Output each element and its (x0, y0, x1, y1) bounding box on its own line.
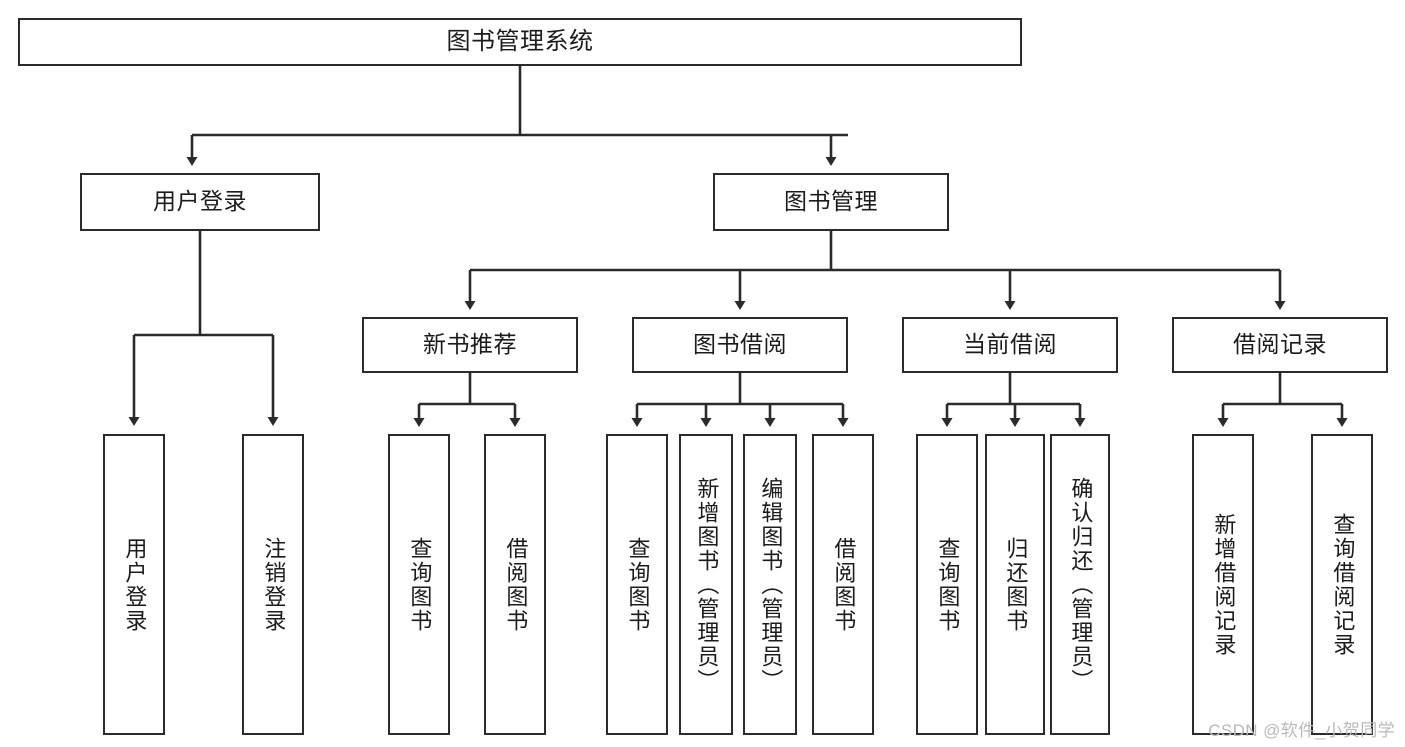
node-root[interactable]: 图书管理系统 (18, 18, 1022, 66)
node-user-login-label: 用户登录 (153, 188, 247, 215)
node-leaf-edit-book[interactable]: 编辑图书（管理员） (743, 434, 797, 735)
node-leaf-borrow-book-1-label: 借阅图书 (503, 536, 529, 633)
node-leaf-query-record[interactable]: 查询借阅记录 (1311, 434, 1373, 735)
node-new-book-recommend[interactable]: 新书推荐 (362, 317, 578, 373)
node-book-borrow[interactable]: 图书借阅 (632, 317, 848, 373)
node-leaf-add-record-label: 新增借阅记录 (1211, 512, 1237, 657)
node-current-borrow[interactable]: 当前借阅 (902, 317, 1118, 373)
node-leaf-return-book[interactable]: 归还图书 (985, 434, 1045, 735)
node-leaf-query-record-label: 查询借阅记录 (1330, 512, 1356, 657)
node-leaf-add-record[interactable]: 新增借阅记录 (1192, 434, 1254, 735)
node-user-login[interactable]: 用户登录 (80, 173, 320, 231)
node-leaf-borrow-book-2-label: 借阅图书 (831, 536, 857, 633)
node-leaf-query-book-3-label: 查询图书 (935, 536, 961, 633)
node-leaf-add-book-label: 新增图书（管理员） (694, 476, 720, 693)
node-leaf-query-book-1-label: 查询图书 (407, 536, 433, 633)
node-leaf-confirm-return-label: 确认归还（管理员） (1068, 476, 1094, 693)
node-leaf-borrow-book-2[interactable]: 借阅图书 (812, 434, 874, 735)
node-book-borrow-label: 图书借阅 (693, 331, 787, 358)
node-borrow-record[interactable]: 借阅记录 (1172, 317, 1388, 373)
node-book-manage[interactable]: 图书管理 (713, 173, 949, 231)
node-leaf-borrow-book-1[interactable]: 借阅图书 (484, 434, 546, 735)
node-leaf-confirm-return[interactable]: 确认归还（管理员） (1050, 434, 1110, 735)
node-leaf-query-book-2-label: 查询图书 (625, 536, 651, 633)
node-leaf-user-login[interactable]: 用户登录 (103, 434, 165, 735)
node-leaf-query-book-3[interactable]: 查询图书 (916, 434, 978, 735)
node-leaf-query-book-1[interactable]: 查询图书 (388, 434, 450, 735)
node-borrow-record-label: 借阅记录 (1233, 331, 1327, 358)
node-book-manage-label: 图书管理 (784, 188, 878, 215)
node-leaf-add-book[interactable]: 新增图书（管理员） (679, 434, 733, 735)
node-root-label: 图书管理系统 (446, 27, 594, 55)
node-leaf-edit-book-label: 编辑图书（管理员） (758, 476, 784, 693)
node-leaf-return-book-label: 归还图书 (1003, 536, 1029, 633)
node-new-book-recommend-label: 新书推荐 (423, 331, 517, 358)
node-current-borrow-label: 当前借阅 (963, 331, 1057, 358)
node-leaf-query-book-2[interactable]: 查询图书 (606, 434, 668, 735)
csdn-watermark: CSDN @软件_小贺同学 (1208, 721, 1395, 740)
node-leaf-logout-login-label: 注销登录 (261, 536, 287, 633)
node-leaf-user-login-label: 用户登录 (122, 536, 148, 633)
node-leaf-logout-login[interactable]: 注销登录 (242, 434, 304, 735)
